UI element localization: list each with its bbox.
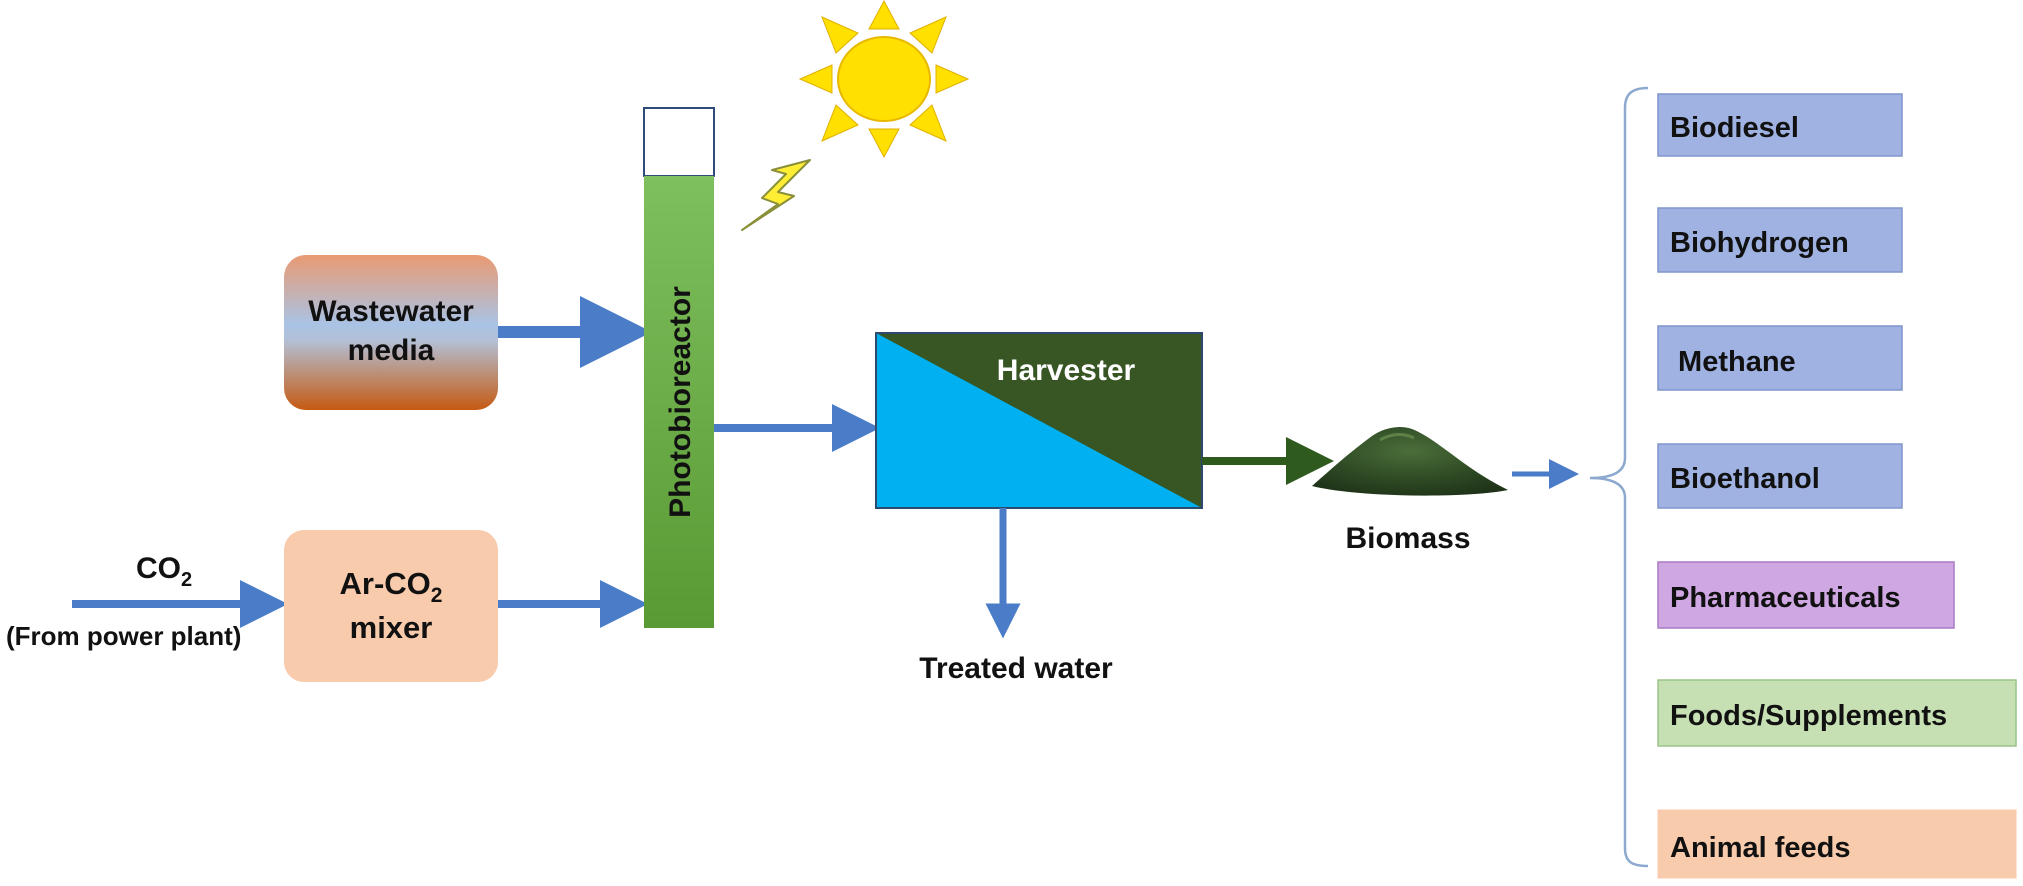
biomass-pile-icon	[1312, 427, 1508, 496]
photobioreactor	[644, 176, 714, 628]
co2-label: CO2	[136, 552, 192, 591]
wastewater-label-line2: media	[348, 334, 435, 367]
biomass-label: Biomass	[1345, 522, 1470, 555]
product-bioethanol: Bioethanol	[1657, 443, 1903, 509]
product-label: Biohydrogen	[1670, 227, 1849, 259]
product-label: Pharmaceuticals	[1670, 582, 1901, 614]
products-bracket	[1589, 86, 1649, 868]
product-biohydrogen: Biohydrogen	[1657, 207, 1903, 273]
wastewater-label-line1: Wastewater	[308, 295, 474, 328]
product-pharmaceuticals: Pharmaceuticals	[1657, 561, 1955, 629]
wastewater-box	[284, 255, 498, 410]
product-label: Animal feeds	[1670, 832, 1851, 864]
product-label: Foods/Supplements	[1670, 700, 1947, 732]
product-biodiesel: Biodiesel	[1657, 93, 1903, 157]
mixer-box	[284, 530, 498, 682]
sun-icon	[798, 0, 970, 159]
co2-source-note: (From power plant)	[6, 621, 241, 651]
product-label: Bioethanol	[1670, 463, 1820, 495]
product-methane: Methane	[1657, 325, 1903, 391]
lightning-icon	[741, 159, 811, 231]
harvester-label: Harvester	[997, 354, 1136, 387]
harvester	[875, 332, 1203, 509]
product-label: Methane	[1670, 346, 1796, 378]
product-animal-feeds: Animal feeds	[1657, 809, 2017, 879]
mixer-label: Ar-CO2	[340, 566, 443, 607]
treated-water-label: Treated water	[919, 652, 1113, 685]
photobioreactor-label: Photobioreactor	[664, 286, 697, 518]
product-foods-supplements: Foods/Supplements	[1657, 679, 2017, 747]
reactor-headspace	[643, 107, 715, 177]
product-label: Biodiesel	[1670, 112, 1799, 144]
mixer-label-line2: mixer	[350, 610, 433, 645]
